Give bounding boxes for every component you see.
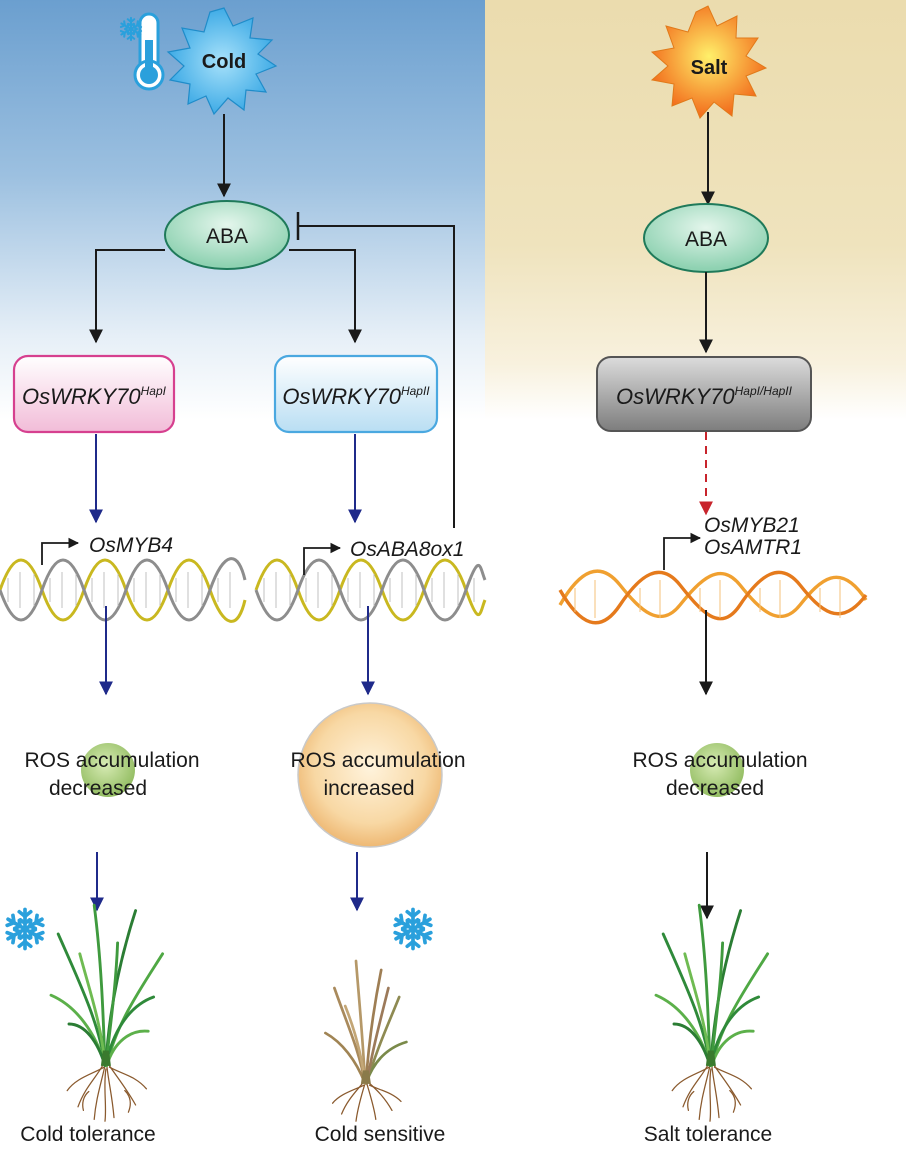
aba-salt-node: ABA (643, 203, 769, 273)
gene-hap2-sup: HapII (401, 384, 430, 398)
rice-plant-icon (49, 903, 165, 1123)
dna-helix-icon (558, 569, 868, 625)
aba-cold-label: ABA (206, 225, 248, 248)
gene-salt-sup: HapI/HapII (735, 384, 793, 398)
salt-label: Salt (691, 57, 728, 79)
cold-burst: Cold (166, 7, 278, 116)
target-myb21: OsMYB21 (704, 514, 800, 537)
salt-burst: Salt (650, 5, 768, 119)
target-amtr1: OsAMTR1 (704, 536, 802, 559)
rice-plant-icon (654, 903, 770, 1123)
ros-circle-decreased-salt (690, 743, 744, 797)
snowflake-icon (393, 909, 433, 948)
salt-panel-bg (485, 0, 906, 700)
gene-box-hap2: OsWRKY70HapII (273, 354, 439, 434)
arrow-aba-to-hap2 (289, 249, 362, 344)
ros-col1-line1: ROS accumulation (24, 749, 199, 772)
svg-text:OsWRKY70HapI: OsWRKY70HapI (22, 384, 167, 409)
outcome-salt-tolerance: Salt tolerance (644, 1123, 772, 1146)
ros-circle-increased (297, 702, 443, 848)
gene-box-hap1: OsWRKY70HapI (12, 354, 176, 434)
ros-col3-line1: ROS accumulation (632, 749, 807, 772)
gene-hap1-name: OsWRKY70 (22, 384, 141, 409)
promoter-arrow-salt (663, 532, 702, 570)
thermometer-icon (133, 12, 165, 91)
svg-text:OsWRKY70HapI/HapII: OsWRKY70HapI/HapII (616, 384, 793, 409)
dna-helix-icon (0, 557, 247, 623)
target-myb4: OsMYB4 (89, 534, 173, 557)
ros-col1-line2: decreased (49, 777, 147, 800)
ros-circle-decreased-cold (81, 743, 135, 797)
dna-helix-icon (254, 558, 487, 622)
gene-salt-name: OsWRKY70 (616, 384, 735, 409)
rice-plant-icon (324, 959, 408, 1123)
inhibition-aba8ox1-to-aba (298, 225, 455, 528)
outcome-cold-tolerance: Cold tolerance (20, 1123, 155, 1146)
cold-label: Cold (202, 51, 246, 73)
gene-hap1-sup: HapI (141, 384, 167, 398)
promoter-arrow-aba8ox1 (303, 542, 342, 575)
ros-col2-line1: ROS accumulation (290, 749, 465, 772)
ros-col2-line2: increased (323, 777, 414, 800)
outcome-cold-sensitive: Cold sensitive (315, 1123, 446, 1146)
gene-box-salt: OsWRKY70HapI/HapII (596, 356, 812, 432)
promoter-arrow-myb4 (41, 537, 80, 565)
ros-col3-line2: decreased (666, 777, 764, 800)
svg-text:OsWRKY70HapII: OsWRKY70HapII (282, 384, 430, 409)
gene-hap2-name: OsWRKY70 (282, 384, 401, 409)
target-aba8ox1: OsABA8ox1 (350, 538, 464, 561)
aba-salt-label: ABA (685, 228, 727, 251)
aba-cold-node: ABA (164, 200, 290, 270)
arrow-aba-to-hap1 (89, 249, 165, 344)
snowflake-icon (5, 909, 45, 948)
